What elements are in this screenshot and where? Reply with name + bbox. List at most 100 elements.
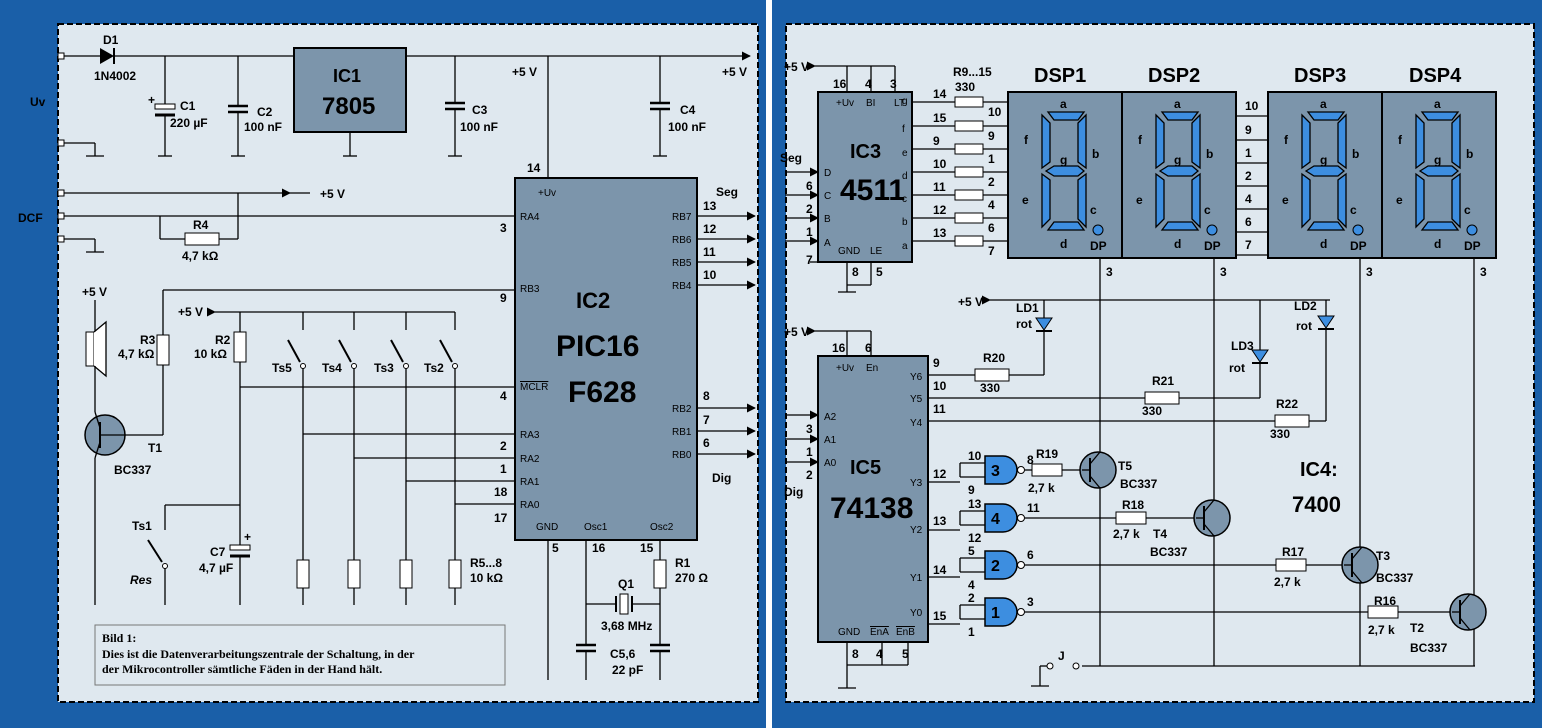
r915-value: 330: [955, 80, 975, 94]
c2-value: 100 nF: [244, 120, 282, 134]
keyboard-buttons: +5 V R2 10 kΩ 4 Ts5 Ts4: [130, 305, 515, 605]
r2-name: R2: [215, 333, 231, 347]
ic3-pin-5: 5: [876, 265, 883, 279]
c2-name: C2: [257, 105, 273, 119]
caption-title: Bild 1:: [102, 631, 136, 645]
ic5-pin-en: En: [866, 363, 878, 374]
ic3-right-pin: 12: [933, 203, 947, 217]
dsp-pin-mid: 4: [1245, 192, 1252, 206]
ic2-name: IC2: [576, 288, 610, 313]
ic2-pin-7: 7: [703, 413, 710, 427]
dsp-label-b: b: [1466, 147, 1473, 161]
ic5-pin-9: 9: [933, 356, 940, 370]
dp-dot: [1092, 224, 1104, 236]
dsp-label-a: a: [1434, 97, 1441, 111]
segment: [1415, 113, 1425, 170]
dsp-pin-mid: 1: [1245, 146, 1252, 160]
button-ts3[interactable]: Ts3: [374, 312, 409, 560]
ts4-label: Ts4: [322, 361, 342, 375]
ic3-pin-b: B: [824, 214, 831, 225]
ic3-pin-a: A: [824, 238, 831, 249]
c56-name: C5,6: [610, 647, 636, 661]
c7-name: C7: [210, 545, 226, 559]
q1-name: Q1: [618, 577, 634, 591]
ic3-pin-2: 2: [806, 202, 813, 216]
dsp-label-e: e: [1022, 193, 1029, 207]
dsp-label-b: b: [1352, 147, 1359, 161]
dsp-pin-left: 1: [988, 152, 995, 166]
ts1-label: Ts1: [132, 519, 152, 533]
ic5-pin-15: 15: [933, 609, 947, 623]
dsp-pin-mid: 6: [1245, 215, 1252, 229]
segment: [1077, 113, 1087, 170]
ic5-dig-label: Dig: [784, 485, 803, 499]
base-resistor: [1275, 558, 1307, 572]
ic5-pin-6: 6: [865, 341, 872, 355]
r58-value: 10 kΩ: [470, 571, 503, 585]
ic2-pin-rb3: RB3: [520, 284, 540, 295]
ic4-name: IC4:: [1300, 459, 1338, 481]
r1-name: R1: [675, 556, 691, 570]
segment: [1046, 111, 1086, 121]
seg-resistor: [954, 96, 984, 108]
button-ts5[interactable]: Ts5: [272, 312, 306, 560]
t3-type: BC337: [1376, 571, 1414, 585]
ic2-pin-6: 6: [703, 436, 710, 450]
r915-name: R9...15: [953, 65, 992, 79]
oscillator: 5 16 15 R1 270 Ω Q1 3,68 MHz C5,6 22 pF: [547, 540, 708, 680]
r21-value: 330: [1142, 404, 1162, 418]
ic2-pin-ra1: RA1: [520, 477, 540, 488]
buttons-vplus: +5 V: [178, 305, 203, 319]
ic2-pin-rb2: RB2: [672, 404, 692, 415]
button-ts4[interactable]: Ts4: [322, 312, 357, 560]
ic2-outputs: Seg 13 12 11 10 8 7 6 Dig: [697, 185, 756, 485]
r3-value: 4,7 kΩ: [118, 347, 155, 361]
segment: [1041, 113, 1051, 170]
dsp-label-d: d: [1060, 237, 1067, 251]
ic2-pin-14: 14: [527, 161, 541, 175]
dsp-label-d: d: [1320, 237, 1327, 251]
segment: [1420, 111, 1460, 121]
ic3-pin-le: LE: [870, 246, 883, 257]
ic5-pin-11: 11: [933, 402, 946, 416]
dsp-label-c: c: [1204, 203, 1211, 217]
d1-type: 1N4002: [94, 69, 136, 83]
jumper-j[interactable]: J: [1031, 649, 1475, 687]
caption-line1: Dies ist die Datenverarbeitungszentrale …: [102, 647, 415, 661]
gate-pin-in2: 1: [968, 625, 975, 639]
dsp4-label: DSP4: [1409, 65, 1462, 87]
segment: [1337, 172, 1347, 229]
r19-name: R19: [1036, 447, 1058, 461]
ic5-pin-1: 1: [806, 445, 813, 459]
segment: [1418, 165, 1460, 177]
ic5-pin-gnd: GND: [838, 627, 860, 638]
c4-value: 100 nF: [668, 120, 706, 134]
seg-resistor: [954, 189, 984, 201]
button-ts1[interactable]: [147, 539, 163, 563]
j-label: J: [1058, 649, 1065, 663]
segment: [1160, 221, 1200, 231]
segment: [1451, 172, 1461, 229]
ic1-name: IC1: [333, 66, 361, 86]
ic5-pin-a2: A2: [824, 412, 837, 423]
r18-name: R18: [1122, 498, 1144, 512]
ic2-pin-rb1: RB1: [672, 427, 692, 438]
button-ts2[interactable]: Ts2: [424, 312, 458, 560]
ic3-pin-gnd: GND: [838, 246, 860, 257]
r22-value: 330: [1270, 427, 1290, 441]
ic2-pin-rb6: RB6: [672, 235, 692, 246]
ld1-color: rot: [1016, 317, 1032, 331]
segment: [1304, 165, 1346, 177]
c1-name: C1: [180, 99, 196, 113]
ic2-pin-13: 13: [703, 199, 717, 213]
ic5-pin-enb: EnB: [896, 627, 915, 638]
segment: [1158, 165, 1200, 177]
r4-value: 4,7 kΩ: [182, 249, 219, 263]
ic5-pin-4: 4: [876, 647, 883, 661]
t4-name: T4: [1153, 527, 1167, 541]
